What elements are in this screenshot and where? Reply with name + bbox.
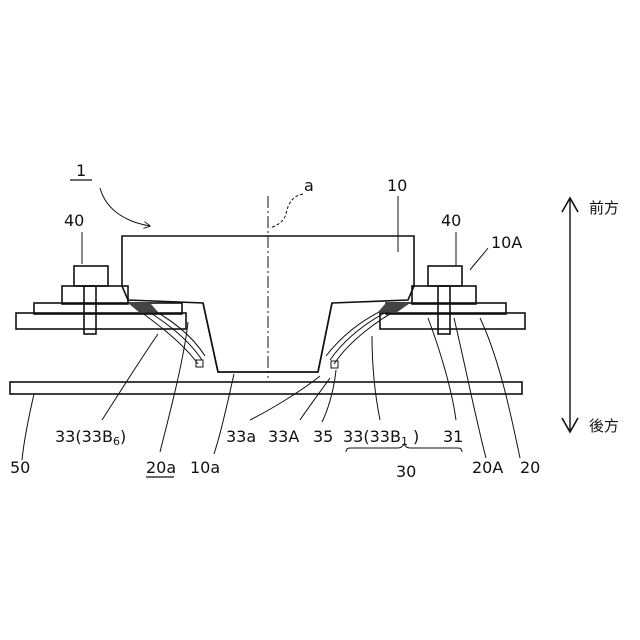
- label-40-left: 40: [64, 211, 84, 230]
- label-31: 31: [443, 427, 463, 446]
- label-rear: 後方: [589, 417, 619, 435]
- device-leader: [100, 188, 150, 226]
- plate-50: [10, 382, 522, 394]
- label-20a: 20a: [146, 458, 176, 477]
- direction-arrow: [562, 198, 578, 432]
- axis-leader: [270, 194, 303, 228]
- panel-20: [16, 313, 525, 329]
- label-50: 50: [10, 458, 30, 477]
- label-33-right: 33(33B1 ): [343, 427, 419, 448]
- label-33A: 33A: [268, 427, 299, 446]
- label-10: 10: [387, 176, 407, 195]
- labels: 1 a 10 40 40 10A 33(33B6) 20a 10a 33a 33…: [10, 161, 619, 481]
- label-10A: 10A: [491, 233, 522, 252]
- label-33-left: 33(33B6): [55, 427, 126, 448]
- label-a: a: [304, 176, 314, 195]
- bolt-right: [428, 266, 462, 334]
- label-20: 20: [520, 458, 540, 477]
- label-33a: 33a: [226, 427, 256, 446]
- label-10a: 10a: [190, 458, 220, 477]
- bolt-left: [74, 266, 108, 334]
- label-1: 1: [76, 161, 86, 180]
- label-35: 35: [313, 427, 333, 446]
- label-20A: 20A: [472, 458, 503, 477]
- label-40-right: 40: [441, 211, 461, 230]
- label-30: 30: [396, 462, 416, 481]
- label-front: 前方: [589, 199, 619, 217]
